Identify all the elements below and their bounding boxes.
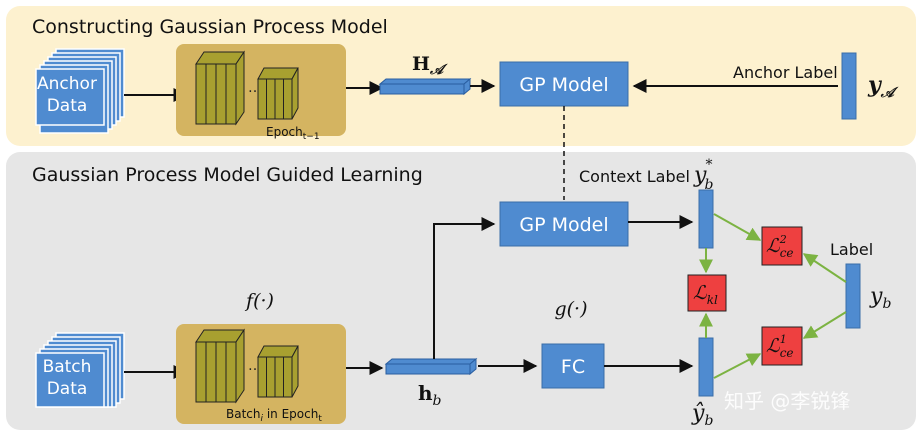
arrow-label-to-ce2	[802, 253, 847, 283]
watermark: 知乎 @李锐锋	[724, 389, 850, 413]
y-b-label: yb	[869, 284, 891, 312]
label-text: Label	[830, 240, 873, 259]
bottom-feature-label: hb	[418, 381, 442, 409]
bottom-panel-title: Gaussian Process Model Guided Learning	[32, 164, 423, 186]
bottom-batch-caption: Batchi in Epocht	[226, 407, 322, 424]
anchor-data-label-1: Anchor	[37, 74, 97, 94]
anchor-data-label-2: Data	[47, 96, 88, 116]
batch-data-label-1: Batch	[43, 357, 92, 377]
f-function-label: f(·)	[244, 290, 274, 312]
bottom-conv-layers-small	[257, 345, 299, 398]
top-feature-bar	[378, 77, 472, 96]
fc-label: FC	[561, 356, 585, 378]
ce1-loss-box	[761, 326, 803, 366]
top-conv-layers-small	[257, 67, 299, 120]
bottom-conv-layers-large	[195, 328, 245, 404]
top-panel-title: Constructing Gaussian Process Model	[32, 16, 388, 38]
bottom-gp-model-box	[499, 201, 629, 247]
y-hat-label: ŷb	[691, 401, 713, 429]
top-gp-model-label: GP Model	[519, 74, 608, 96]
top-epoch-caption: Epocht−1	[266, 125, 320, 142]
g-function-label: g(·)	[554, 298, 587, 320]
ground-truth-bar	[845, 263, 861, 329]
kl-loss-label: ℒkl	[693, 282, 718, 307]
bottom-feature-bar	[384, 357, 478, 376]
arrow-yhat-to-ce1	[713, 353, 762, 379]
ce2-loss-box	[761, 226, 803, 266]
prediction-bar	[698, 337, 714, 397]
context-label-bar	[698, 189, 714, 249]
top-gp-model-box	[499, 61, 629, 107]
context-label-text: Context Label	[579, 167, 690, 186]
anchor-label-bar	[841, 52, 857, 120]
batch-data-stack	[35, 332, 125, 408]
fc-box	[541, 343, 605, 389]
arrow-h-to-gp	[433, 217, 496, 359]
kl-loss-box	[687, 274, 727, 312]
arrow-label-to-ce1	[802, 311, 847, 339]
bottom-gp-model-label: GP Model	[519, 214, 608, 236]
anchor-label-text: Anchor Label	[733, 63, 838, 82]
anchor-data-stack	[35, 48, 125, 134]
arrow-ystar-to-ce2	[713, 213, 762, 241]
batch-data-label-2: Data	[47, 379, 88, 399]
top-conv-layers-large	[195, 50, 245, 126]
y-star-label: y*b	[693, 157, 713, 193]
